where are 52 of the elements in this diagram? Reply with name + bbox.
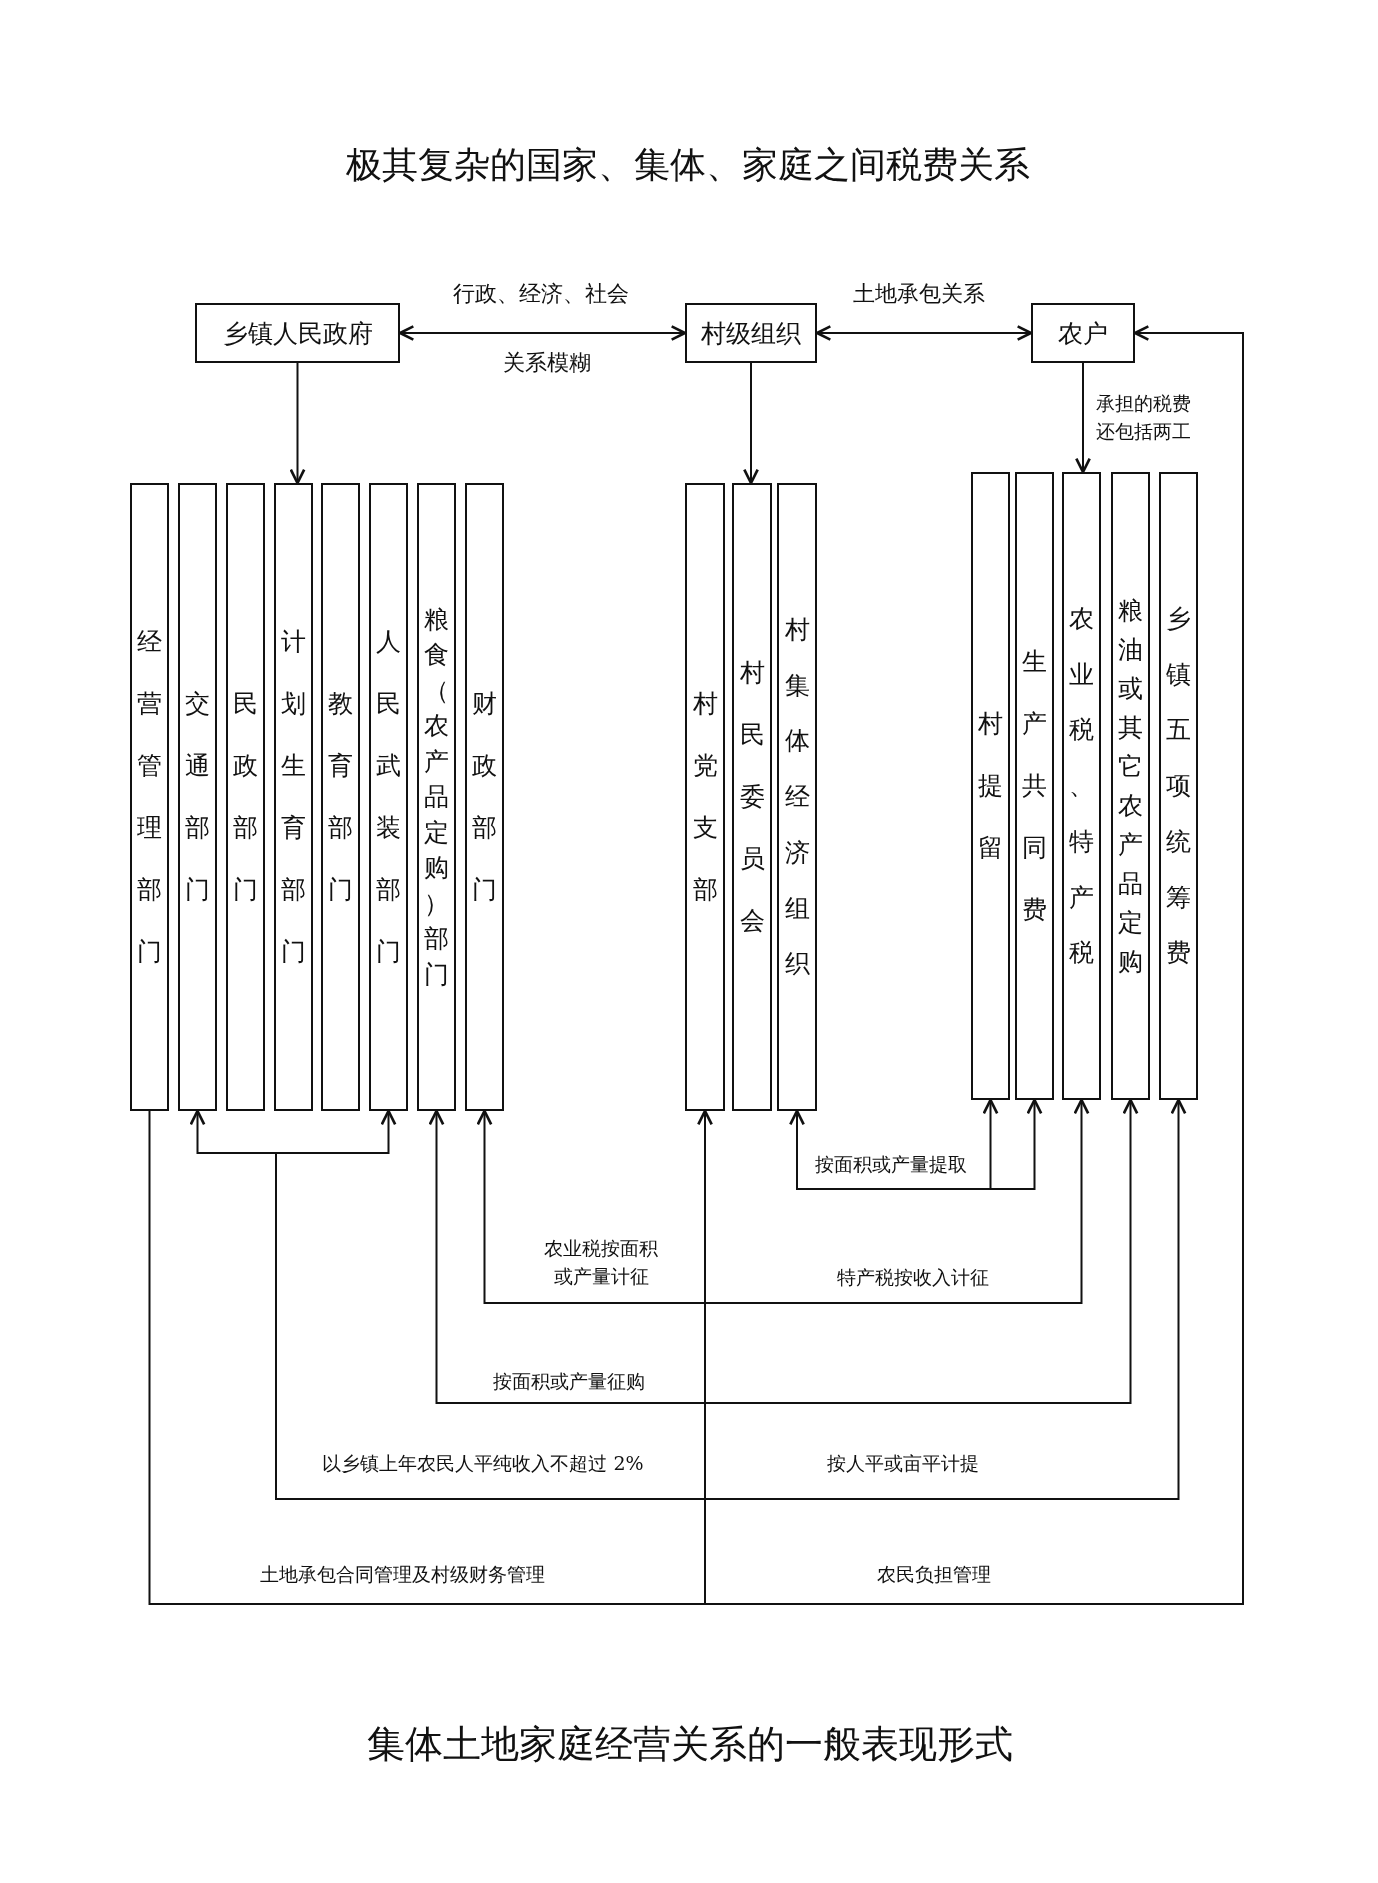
arrow — [289, 362, 306, 485]
arrow — [275, 1109, 397, 1154]
vertical-box — [178, 483, 217, 1111]
label-box — [195, 303, 400, 363]
vertical-box — [1015, 472, 1054, 1100]
box-label: 村级组织 — [701, 317, 801, 350]
vertical-box — [1062, 472, 1101, 1100]
box-label: 民政部门 — [232, 688, 259, 906]
vertical-box — [130, 483, 169, 1111]
arrow — [428, 1098, 1139, 1404]
box-label: 计划生育部门 — [280, 626, 307, 968]
arrow — [697, 1109, 713, 1605]
arrow — [789, 1098, 999, 1190]
box-label: 村党支部 — [692, 688, 718, 906]
box-label: 教育部门 — [327, 688, 354, 906]
vertical-box — [685, 483, 725, 1111]
arrow — [743, 362, 759, 485]
vertical-box — [369, 483, 408, 1111]
arrow — [189, 1109, 277, 1154]
vertical-box — [465, 483, 504, 1111]
vertical-box — [1111, 472, 1150, 1100]
box-label: 村民委员会 — [739, 657, 765, 937]
box-label: 经营管理部门 — [136, 626, 163, 968]
vertical-box — [777, 483, 817, 1111]
box-label: 村提留 — [977, 708, 1004, 864]
vertical-box — [1159, 472, 1198, 1100]
arrow — [989, 1098, 1043, 1190]
box-label: 农户 — [1058, 317, 1108, 350]
vertical-box — [732, 483, 772, 1111]
box-label: 乡镇人民政府 — [222, 317, 373, 350]
arrow — [275, 1098, 1187, 1500]
box-label: 人民武装部门 — [375, 626, 402, 968]
vertical-box — [226, 483, 265, 1111]
box-label: 农业税、特产税 — [1068, 603, 1095, 970]
vertical-box — [274, 483, 313, 1111]
box-label: 粮食（农产品定购）部门 — [423, 604, 450, 991]
vertical-box — [971, 472, 1010, 1100]
arrow — [815, 325, 1033, 341]
arrow — [476, 1098, 1090, 1304]
vertical-box — [417, 483, 456, 1111]
box-label: 村集体经济组织 — [784, 614, 810, 981]
box-label: 乡镇五项统筹费 — [1165, 603, 1192, 970]
arrow — [398, 325, 687, 341]
box-label: 交通部门 — [184, 688, 211, 906]
vertical-box — [321, 483, 360, 1111]
box-label: 财政部门 — [471, 688, 498, 906]
label-box — [1031, 303, 1135, 363]
arrow — [1075, 362, 1091, 474]
label-box — [685, 303, 817, 363]
arrow — [148, 325, 1244, 1605]
box-label: 生产共同费 — [1021, 646, 1048, 926]
box-label: 粮油或其它农产品定购 — [1117, 595, 1144, 978]
